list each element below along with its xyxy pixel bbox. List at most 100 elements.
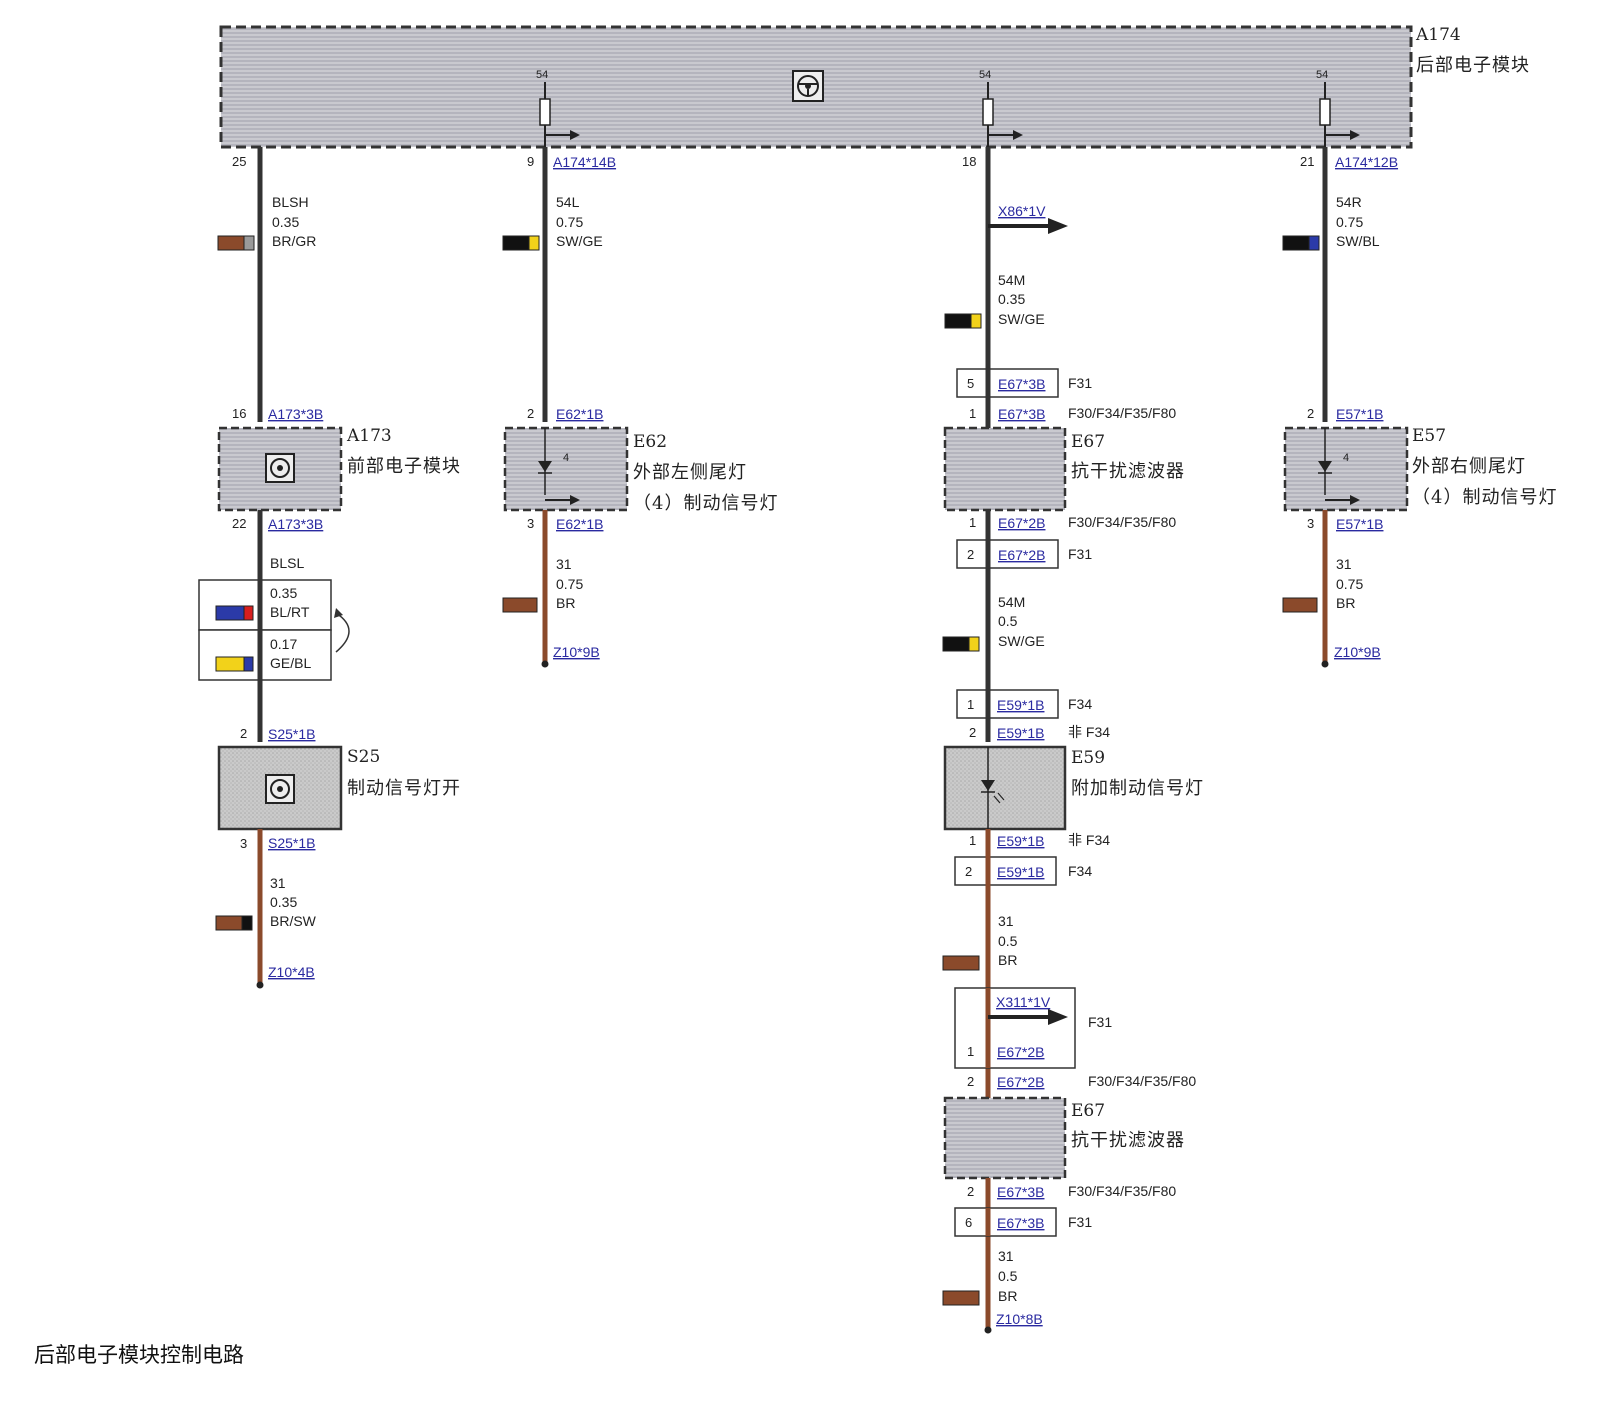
pin-a173-22: 22 (232, 516, 246, 531)
svg-text:2: 2 (965, 864, 972, 879)
e57-id: E57 (1412, 426, 1446, 446)
connector-e62-bottom[interactable]: E62*1B (556, 516, 603, 532)
connector-e59-1b-d[interactable]: E59*1B (997, 864, 1044, 880)
ground-point-icon (256, 981, 264, 989)
connector-x86[interactable]: X86*1V (998, 203, 1046, 219)
connector-e62-top[interactable]: E62*1B (556, 406, 603, 422)
pin-s25-2: 2 (240, 726, 247, 741)
wire-31-right-name: 31 (1336, 556, 1352, 572)
svg-text:54: 54 (1316, 69, 1328, 81)
wire-54r-size: 0.75 (1336, 214, 1363, 230)
wire-54m1-color: SW/GE (998, 311, 1045, 327)
svg-text:5: 5 (967, 376, 974, 391)
wire-color-swatch-31-m2 (942, 1290, 980, 1306)
steering-wheel-icon (265, 774, 295, 804)
wire-31-right-color: BR (1336, 595, 1355, 611)
variant-box-blrt (198, 579, 332, 631)
wire-54r-color: SW/BL (1336, 233, 1380, 249)
wire-31-left-name: 31 (556, 556, 572, 572)
svg-text:F30/F34/F35/F80: F30/F34/F35/F80 (1068, 405, 1176, 421)
continuation-arrow-icon (988, 218, 1068, 234)
svg-text:F34: F34 (1068, 696, 1092, 712)
svg-text:F31: F31 (1088, 1014, 1112, 1030)
svg-text:54: 54 (979, 69, 991, 81)
wire-54m2-name: 54M (998, 594, 1025, 610)
connector-e59-1b-c[interactable]: E59*1B (997, 833, 1044, 849)
ground-z10-9b-left[interactable]: Z10*9B (553, 644, 600, 660)
svg-text:4: 4 (1343, 452, 1349, 464)
connector-x311[interactable]: X311*1V (996, 994, 1051, 1010)
ground-point-icon (541, 660, 549, 668)
ground-z10-4b[interactable]: Z10*4B (268, 964, 315, 980)
svg-text:F30/F34/F35/F80: F30/F34/F35/F80 (1068, 514, 1176, 530)
connector-e67-2b-a[interactable]: E67*2B (998, 515, 1045, 531)
steering-wheel-icon (792, 70, 824, 102)
wire-color-swatch-31-left (502, 597, 538, 613)
e67-bottom-id: E67 (1071, 1101, 1105, 1121)
e57-name: 外部右侧尾灯 (1412, 456, 1526, 477)
connector-e67-3b-a[interactable]: E67*3B (998, 376, 1045, 392)
pin-a173-16: 16 (232, 406, 246, 421)
variant-box-f34-top (956, 689, 1059, 719)
ground-z10-9b-right[interactable]: Z10*9B (1334, 644, 1381, 660)
connector-e67-2b-d[interactable]: E67*2B (997, 1074, 1044, 1090)
pin-e62-2: 2 (527, 406, 534, 421)
a173-id: A173 (346, 426, 392, 446)
ground-point-icon (984, 1326, 992, 1334)
wire-31-s25-name: 31 (270, 875, 286, 891)
connector-e57-top[interactable]: E57*1B (1336, 406, 1383, 422)
pin-a174-18: 18 (962, 154, 976, 169)
connector-e67-2b-c[interactable]: E67*2B (997, 1044, 1044, 1060)
svg-text:非 F34: 非 F34 (1068, 832, 1110, 848)
connector-e67-3b-b[interactable]: E67*3B (998, 406, 1045, 422)
connector-s25-bottom[interactable]: S25*1B (268, 835, 315, 851)
connector-e57-bottom[interactable]: E57*1B (1336, 516, 1383, 532)
connector-e67-3b-d[interactable]: E67*3B (997, 1215, 1044, 1231)
steering-wheel-icon (265, 453, 295, 483)
wire-blsh-size: 0.35 (272, 214, 299, 230)
svg-text:F31: F31 (1068, 546, 1092, 562)
svg-text:2: 2 (967, 1184, 974, 1199)
connector-e59-1b-b[interactable]: E59*1B (997, 725, 1044, 741)
s25-id: S25 (347, 747, 380, 767)
connector-a173-3b-bottom[interactable]: A173*3B (268, 516, 323, 532)
svg-text:1: 1 (967, 1044, 974, 1059)
wire-31-m2-color: BR (998, 1288, 1017, 1304)
variant-box-f34-bottom (954, 856, 1057, 886)
continuation-arrow-icon (988, 1009, 1068, 1025)
wire-blsl-name: BLSL (270, 555, 304, 571)
fuse-icon-middle: 54 (979, 69, 1023, 147)
wire-31-left-size: 0.75 (556, 576, 583, 592)
wire-54l-color: SW/GE (556, 233, 603, 249)
svg-text:54: 54 (536, 69, 548, 81)
wire-31-s25-color: BR/SW (270, 913, 317, 929)
connector-e67-3b-c[interactable]: E67*3B (997, 1184, 1044, 1200)
svg-text:非 F34: 非 F34 (1068, 724, 1110, 740)
svg-text:4: 4 (563, 452, 569, 464)
wire-54r-name: 54R (1336, 194, 1362, 210)
connector-s25-top[interactable]: S25*1B (268, 726, 315, 742)
svg-text:F31: F31 (1068, 375, 1092, 391)
wire-blrt-size: 0.35 (270, 585, 297, 601)
a173-name: 前部电子模块 (347, 456, 461, 477)
figure-caption: 后部电子模块控制电路 (34, 1343, 244, 1367)
wire-54m1-name: 54M (998, 272, 1025, 288)
wire-54m2-color: SW/GE (998, 633, 1045, 649)
e57-taillight-box (1283, 426, 1409, 512)
connector-a174-12b[interactable]: A174*12B (1335, 154, 1398, 170)
svg-text:F30/F34/F35/F80: F30/F34/F35/F80 (1088, 1073, 1196, 1089)
connector-e67-2b-b[interactable]: E67*2B (998, 547, 1045, 563)
wire-gebl-size: 0.17 (270, 636, 297, 652)
connector-e59-1b-a[interactable]: E59*1B (997, 697, 1044, 713)
e67-filter-box-top (943, 426, 1067, 512)
connector-a173-3b-top[interactable]: A173*3B (268, 406, 323, 422)
ground-z10-8b[interactable]: Z10*8B (996, 1311, 1043, 1327)
e59-name: 附加制动信号灯 (1071, 778, 1204, 799)
variant-box-f31-mid (956, 539, 1059, 569)
e59-id: E59 (1071, 748, 1105, 768)
wire-color-swatch-54m2 (942, 636, 980, 652)
wire-31-m2-name: 31 (998, 1248, 1014, 1264)
svg-text:F30/F34/F35/F80: F30/F34/F35/F80 (1068, 1183, 1176, 1199)
connector-a174-14b[interactable]: A174*14B (553, 154, 616, 170)
